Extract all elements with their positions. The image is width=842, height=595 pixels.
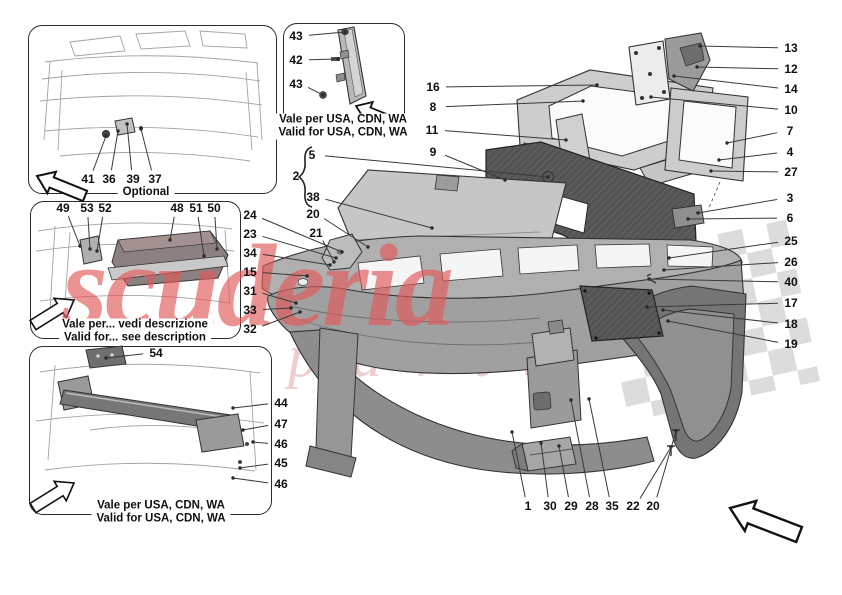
callout-18: 18 (784, 317, 798, 331)
callout-50: 50 (207, 201, 221, 215)
crash-beam-part (57, 345, 249, 464)
callout-3: 3 (786, 191, 794, 205)
tow-eye-cover-part (511, 436, 577, 472)
callout-25: 25 (784, 234, 798, 248)
callout-7: 7 (786, 124, 794, 138)
callout-21: 21 (309, 226, 323, 240)
main-direction-arrow (728, 499, 804, 544)
callout-20: 20 (646, 499, 660, 513)
usa-marker-caption-en: Valid for USA, CDN, WA (273, 126, 413, 140)
callout-39: 39 (126, 172, 140, 186)
callout-47: 47 (274, 417, 288, 431)
callout-8: 8 (429, 100, 437, 114)
small-bracket-part (671, 204, 705, 229)
callout-13: 13 (784, 41, 798, 55)
side-grille-mesh-part (579, 285, 664, 342)
callout-46: 46 (274, 437, 288, 451)
callout-33: 33 (243, 303, 257, 317)
callout-6: 6 (786, 211, 794, 225)
callout-20: 20 (306, 207, 320, 221)
usa-beam-box-arrow (29, 480, 76, 514)
optional-box-sketch (39, 30, 263, 162)
callout-4: 4 (786, 145, 794, 159)
callout-11: 11 (425, 123, 439, 137)
callout-26: 26 (784, 255, 798, 269)
optional-box-arrow (35, 170, 89, 203)
callout-53: 53 (80, 201, 94, 215)
callout-24: 24 (243, 208, 257, 222)
callout-38: 38 (306, 190, 320, 204)
optional-box-parts (102, 117, 143, 138)
callout-40: 40 (784, 275, 798, 289)
callout-36: 36 (102, 172, 116, 186)
callout-16: 16 (426, 80, 440, 94)
callout-1: 1 (524, 499, 532, 513)
callout-43: 43 (289, 29, 303, 43)
optional-caption: Optional (117, 186, 175, 198)
callout-32: 32 (243, 322, 257, 336)
callout-51: 51 (189, 201, 203, 215)
callout-27: 27 (784, 165, 798, 179)
callout-14: 14 (784, 82, 798, 96)
callout-28: 28 (585, 499, 599, 513)
callout-5: 5 (308, 148, 316, 162)
right-duct-frame-part (664, 87, 749, 182)
callout-29: 29 (564, 499, 578, 513)
callout-49: 49 (56, 201, 70, 215)
callout-34: 34 (243, 246, 257, 260)
callout-45: 45 (274, 456, 288, 470)
callout-35: 35 (605, 499, 619, 513)
callout-23: 23 (243, 227, 257, 241)
usa-beam-caption-it: Vale per USA, CDN, WA (92, 499, 230, 513)
callout-12: 12 (784, 62, 798, 76)
callout-42: 42 (289, 53, 303, 67)
callout-30: 30 (543, 499, 557, 513)
callout-41: 41 (81, 172, 95, 186)
callout-22: 22 (626, 499, 640, 513)
callout-44: 44 (274, 396, 288, 410)
callout-54: 54 (149, 346, 163, 360)
callout-46: 46 (274, 477, 288, 491)
callout-52: 52 (98, 201, 112, 215)
usa-beam-caption-en: Valid for USA, CDN, WA (91, 512, 231, 526)
callout-19: 19 (784, 337, 798, 351)
usa-marker-caption-it: Vale per USA, CDN, WA (274, 113, 412, 127)
callout-10: 10 (784, 103, 798, 117)
callout-15: 15 (243, 265, 257, 279)
center-stay-part (526, 319, 582, 429)
callout-43: 43 (289, 77, 303, 91)
usa-beam-box-sketch (35, 363, 265, 472)
callout-48: 48 (170, 201, 184, 215)
description-caption-it: Vale per... vedi descrizione (57, 318, 213, 332)
impact-absorber-part (79, 230, 229, 287)
callout-31: 31 (243, 284, 257, 298)
callout-37: 37 (148, 172, 162, 186)
description-box-arrow (29, 297, 76, 331)
group-2-brace (297, 146, 313, 208)
callout-9: 9 (429, 145, 437, 159)
callout-17: 17 (784, 296, 798, 310)
description-caption-en: Valid for... see description (59, 331, 211, 345)
side-marker-part (319, 26, 367, 105)
callout-2: 2 (292, 169, 300, 183)
